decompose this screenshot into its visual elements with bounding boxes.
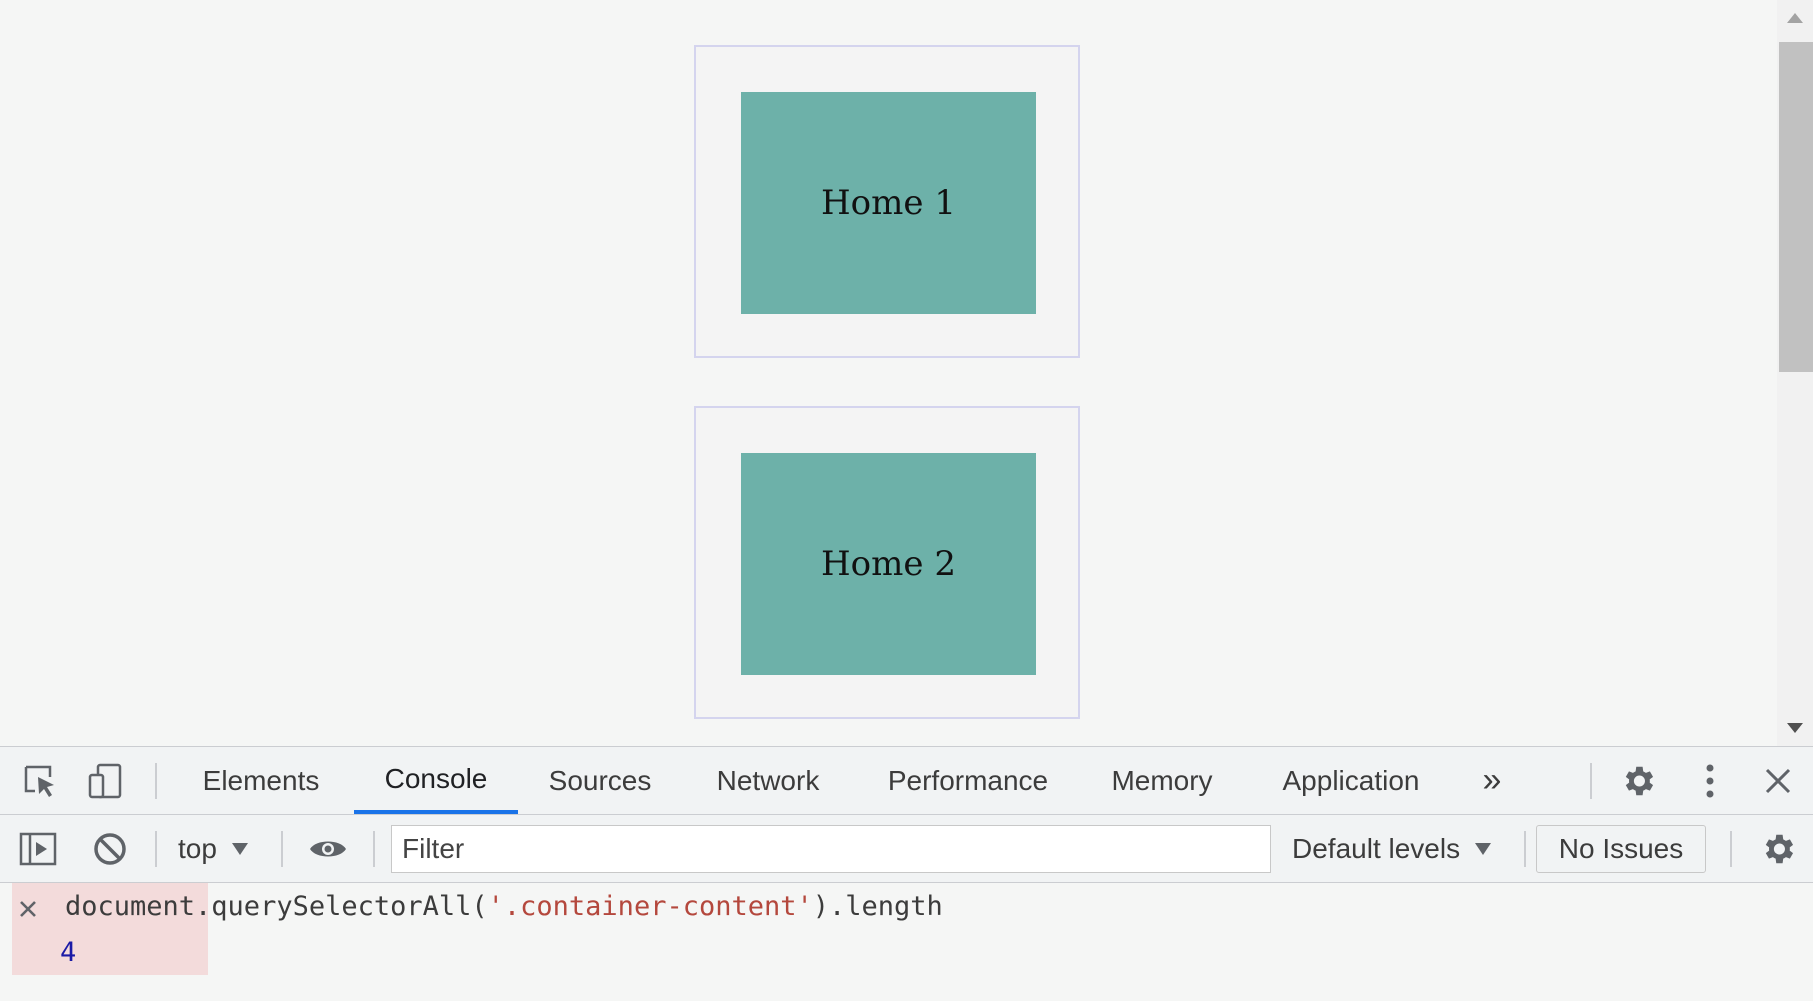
console-result-value: 4 — [60, 937, 77, 968]
tab-performance-label: Performance — [887, 764, 1049, 796]
tab-sources[interactable]: Sources — [530, 747, 670, 814]
page-viewport: Home 1 Home 2 — [694, 45, 1080, 719]
dropdown-arrow-icon — [1475, 843, 1492, 855]
console-input-expression[interactable]: document.querySelectorAll('.container-co… — [65, 891, 943, 922]
container-label-1: Home 1 — [821, 183, 956, 223]
code-prefix: document.querySelectorAll( — [65, 891, 488, 922]
scroll-down-arrow-icon[interactable] — [1777, 710, 1813, 746]
console-output: document.querySelectorAll('.container-co… — [0, 883, 1813, 1001]
sidebar-toggle-icon[interactable] — [18, 829, 58, 869]
device-toolbar-icon[interactable] — [86, 761, 126, 801]
tab-console[interactable]: Console — [354, 747, 518, 814]
entry-close-icon[interactable] — [16, 897, 40, 921]
tab-elements-label: Elements — [202, 764, 320, 796]
container-box-1: Home 1 — [694, 45, 1080, 358]
scroll-up-arrow-icon[interactable] — [1777, 0, 1813, 36]
tab-application-label: Application — [1282, 764, 1420, 796]
log-levels-dropdown[interactable]: Default levels — [1292, 827, 1492, 871]
container-content-2: Home 2 — [741, 453, 1036, 675]
issues-button[interactable]: No Issues — [1536, 825, 1706, 873]
code-string-token: '.container-content' — [487, 891, 813, 922]
devtools-panel: Elements Console Sources Network Perform… — [0, 746, 1813, 1001]
tabbar-separator — [1590, 763, 1592, 799]
filter-input[interactable] — [391, 825, 1271, 873]
tab-network[interactable]: Network — [694, 747, 842, 814]
log-levels-label: Default levels — [1292, 833, 1461, 864]
toolbar-separator — [155, 831, 157, 867]
console-entry-highlight — [12, 883, 208, 975]
inspect-element-icon[interactable] — [20, 761, 60, 801]
container-label-2: Home 2 — [821, 544, 956, 584]
context-selector[interactable]: top — [178, 827, 249, 871]
console-toolbar: top Default levels No Issues — [0, 815, 1813, 883]
kebab-menu-icon[interactable] — [1690, 761, 1730, 801]
tab-memory[interactable]: Memory — [1092, 747, 1232, 814]
container-box-2: Home 2 — [694, 406, 1080, 719]
code-suffix: ).length — [812, 891, 943, 922]
more-tabs-icon: » — [1482, 761, 1502, 799]
tab-application[interactable]: Application — [1268, 747, 1434, 814]
more-tabs-button[interactable]: » — [1472, 747, 1512, 814]
tab-memory-label: Memory — [1111, 764, 1213, 796]
issues-button-label: No Issues — [1558, 833, 1684, 864]
live-expression-eye-icon[interactable] — [308, 829, 348, 869]
tabbar-separator — [155, 763, 157, 799]
container-content-1: Home 1 — [741, 92, 1036, 314]
close-icon[interactable] — [1758, 761, 1798, 801]
toolbar-separator — [373, 831, 375, 867]
tab-elements[interactable]: Elements — [180, 747, 342, 814]
context-selector-label: top — [178, 833, 217, 864]
devtools-tabbar: Elements Console Sources Network Perform… — [0, 747, 1813, 815]
console-settings-gear-icon[interactable] — [1758, 829, 1798, 869]
toolbar-separator — [1730, 831, 1732, 867]
tab-console-label: Console — [384, 762, 488, 794]
scrollbar-thumb[interactable] — [1779, 42, 1813, 372]
settings-gear-icon[interactable] — [1618, 761, 1658, 801]
dropdown-arrow-icon — [231, 843, 248, 855]
page-scrollbar[interactable] — [1777, 0, 1813, 746]
clear-console-icon[interactable] — [90, 829, 130, 869]
toolbar-separator — [281, 831, 283, 867]
tab-sources-label: Sources — [548, 764, 652, 796]
toolbar-separator — [1524, 831, 1526, 867]
tab-network-label: Network — [716, 764, 820, 796]
tab-performance[interactable]: Performance — [872, 747, 1064, 814]
